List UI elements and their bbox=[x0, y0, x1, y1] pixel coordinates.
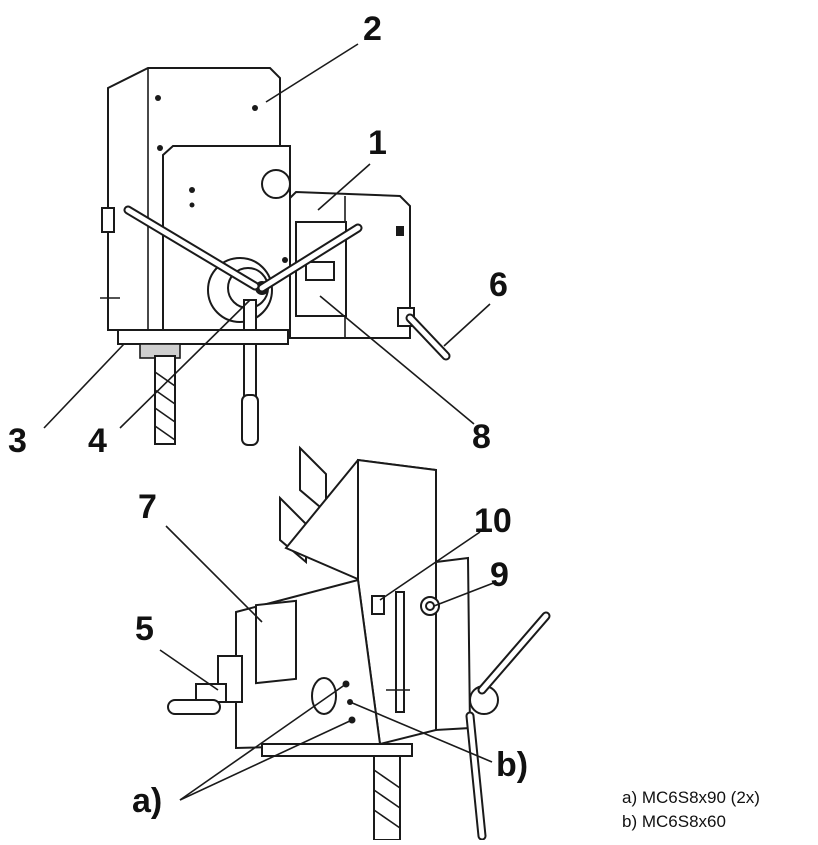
clamp-handle bbox=[167, 699, 221, 715]
drill-head-rear-view bbox=[167, 445, 551, 841]
callout-3: 3 bbox=[8, 422, 27, 460]
depth-stop bbox=[371, 595, 385, 615]
rear-base-flange bbox=[261, 743, 413, 757]
rear-panel-plate bbox=[255, 599, 297, 685]
drill-head-front-view bbox=[100, 67, 451, 446]
head-knob bbox=[261, 169, 291, 199]
rear-side-housing bbox=[435, 556, 472, 732]
leader-lines-bottom bbox=[159, 525, 497, 801]
screw-legend: a) MC6S8x90 (2x) b) MC6S8x60 bbox=[622, 786, 760, 834]
depth-slot bbox=[395, 591, 405, 713]
display-window bbox=[305, 261, 335, 281]
legend-item-b: b) MC6S8x60 bbox=[622, 812, 726, 831]
callout-10: 10 bbox=[474, 502, 512, 540]
callout-b: b) bbox=[496, 746, 529, 784]
legend-item-a: a) MC6S8x90 (2x) bbox=[622, 788, 760, 807]
callout-2: 2 bbox=[363, 10, 382, 48]
drill-bit bbox=[154, 355, 176, 445]
callout-6: 6 bbox=[489, 266, 508, 304]
callout-4: 4 bbox=[88, 422, 107, 460]
callout-5: 5 bbox=[135, 610, 154, 648]
callout-9: 9 bbox=[490, 556, 509, 594]
callout-8: 8 bbox=[472, 418, 491, 456]
callout-7: 7 bbox=[138, 488, 157, 526]
callout-a: a) bbox=[132, 782, 163, 820]
rear-drill-bit bbox=[373, 755, 401, 841]
callout-1: 1 bbox=[368, 124, 387, 162]
feed-handle-down bbox=[243, 299, 257, 401]
head-base-flange bbox=[117, 329, 289, 345]
oval-port bbox=[311, 677, 337, 715]
leader-lines-top bbox=[43, 43, 491, 429]
